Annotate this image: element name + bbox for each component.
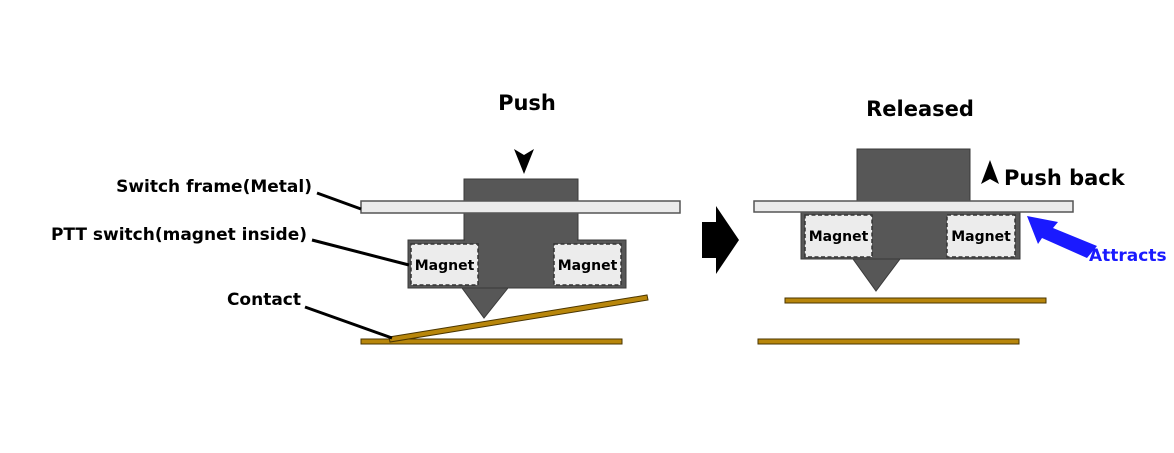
- contact-movable-pressed: [388, 294, 649, 343]
- push-back-label: Push back: [1004, 166, 1126, 190]
- switch-tip: [461, 287, 510, 319]
- contact-movable-released: [784, 297, 1047, 304]
- leader-switch-frame: [316, 191, 362, 211]
- magnet-right-label: Magnet: [558, 258, 618, 274]
- switch-frame-released: [753, 200, 1074, 213]
- push-title: Push: [498, 91, 556, 115]
- push-state: Push Magnet Magnet Switch frame(Metal) P…: [51, 91, 681, 345]
- switch-stem-released: [856, 148, 971, 203]
- magnet-left-released: [804, 214, 873, 258]
- magnet-right-released: [946, 214, 1016, 258]
- push-back-up-arrow-icon: [981, 160, 999, 184]
- switch-frame: [360, 200, 681, 214]
- magnet-left: [410, 243, 479, 286]
- released-state: Released Magnet Magnet Push back Attract…: [753, 97, 1167, 345]
- magnet-right-released-label: Magnet: [951, 229, 1011, 245]
- magnet-right: [553, 243, 622, 286]
- transition-arrow-icon: [702, 206, 739, 274]
- contact-fixed: [360, 338, 623, 345]
- leader-contact: [304, 305, 393, 340]
- switch-tip-released: [852, 258, 901, 292]
- callout-ptt-switch: PTT switch(magnet inside): [51, 225, 307, 245]
- attracts-label: Attracts: [1089, 246, 1167, 266]
- contact-fixed-released: [757, 338, 1020, 345]
- callout-contact: Contact: [227, 290, 301, 310]
- released-title: Released: [866, 97, 974, 121]
- push-down-arrow-icon: [514, 149, 534, 174]
- leader-ptt-switch: [311, 238, 410, 267]
- switch-stem-lower: [465, 213, 577, 243]
- magnet-left-released-label: Magnet: [809, 229, 869, 245]
- attracts-arrow-icon: [1027, 216, 1097, 258]
- magnet-left-label: Magnet: [415, 258, 475, 274]
- callout-switch-frame: Switch frame(Metal): [116, 177, 312, 197]
